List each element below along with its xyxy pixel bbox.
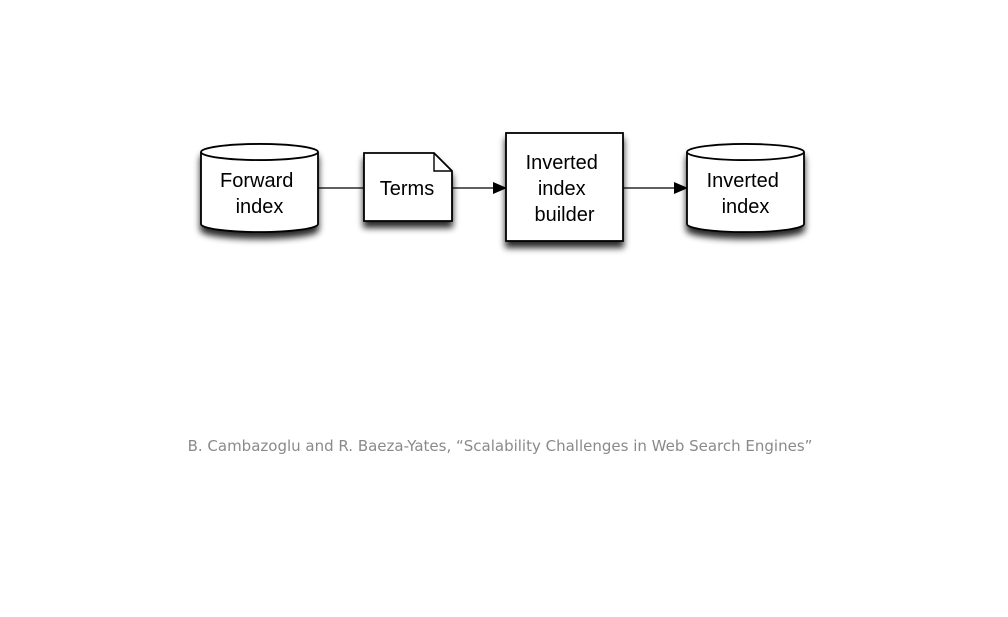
inverted-index-node: Inverted index [686, 143, 805, 233]
inverted-index-builder-label: Inverted index builder [526, 152, 604, 226]
forward-index-label: Forward index [220, 170, 299, 218]
inverted-index-label-line: index [722, 196, 770, 218]
terms-node: Terms [363, 152, 453, 222]
document-icon [363, 152, 453, 222]
builder-label-line: builder [534, 204, 594, 226]
terms-label: Terms [380, 178, 434, 200]
inverted-index-builder-node: Inverted index builder [505, 132, 624, 242]
database-cylinder-icon [200, 143, 319, 233]
forward-index-label-line: index [236, 196, 284, 218]
process-box [505, 132, 624, 242]
builder-label-line: index [538, 178, 586, 200]
inverted-index-label-line: Inverted [707, 170, 779, 192]
citation-footer: B. Cambazoglu and R. Baeza-Yates, “Scala… [187, 437, 813, 455]
terms-label-line: Terms [380, 178, 434, 200]
database-cylinder-icon [686, 143, 805, 233]
forward-index-node: Forward index [200, 143, 319, 233]
forward-index-label-line: Forward [220, 170, 293, 192]
builder-label-line: Inverted [526, 152, 598, 174]
inverted-index-label: Inverted index [707, 170, 785, 218]
